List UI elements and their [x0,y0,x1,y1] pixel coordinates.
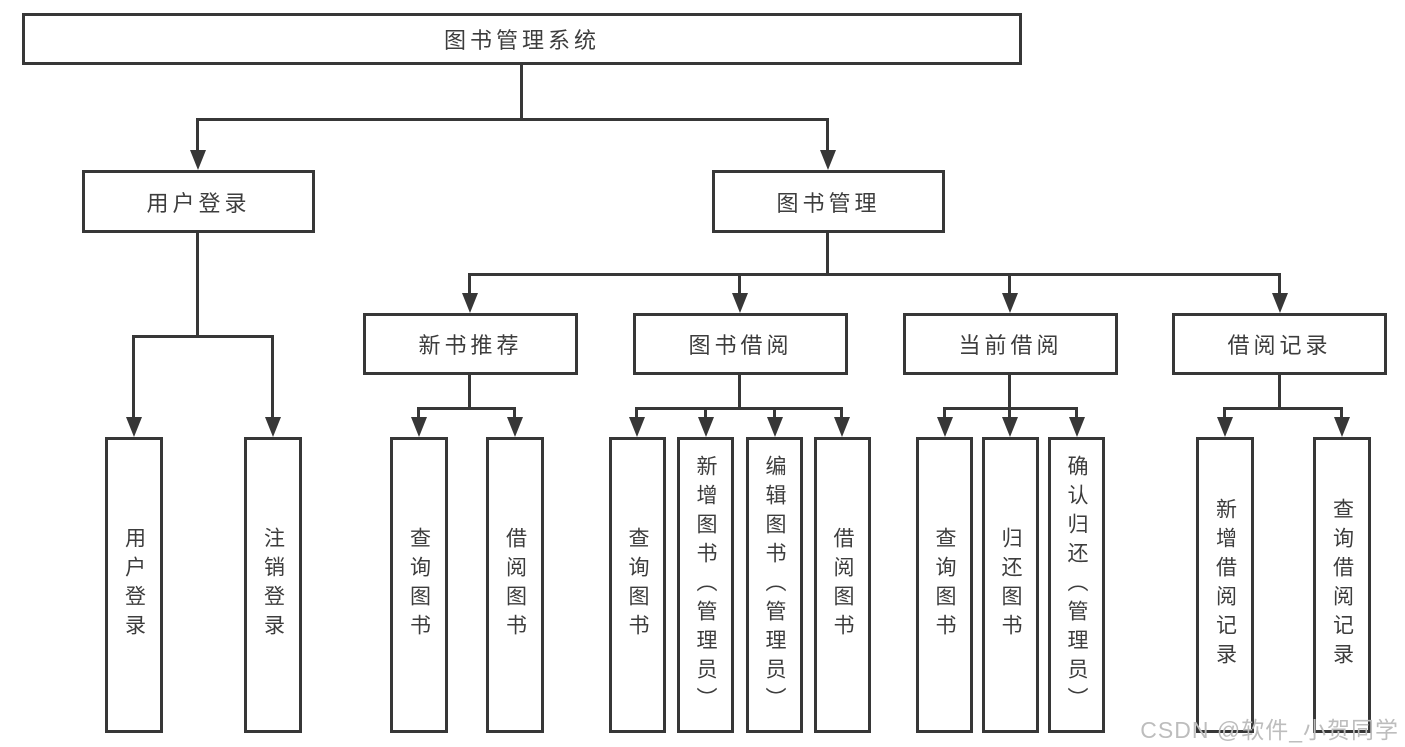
arrow-down-icon [1272,293,1288,313]
node-book-borrow: 图书借阅 [633,313,848,375]
arrow-down-icon [820,150,836,170]
arrow-down-icon [629,417,645,437]
node-current-borrow: 当前借阅 [903,313,1118,375]
leaf-borrow-books-recommend: 借阅图书 [486,437,544,733]
node-borrow-records: 借阅记录 [1172,313,1387,375]
node-label: 图书管理系统 [443,28,600,53]
connector [635,407,638,420]
watermark: CSDN @软件_小贺同学 [1140,717,1399,743]
connector [1075,407,1078,420]
connector [1278,273,1281,296]
leaf-confirm-return-admin: 确认归还（管理员） [1048,437,1105,733]
node-label: 当前借阅 [958,333,1063,358]
node-label: 图书管理 [776,190,881,216]
leaf-label: 归还图书 [999,527,1023,643]
connector [132,335,274,338]
leaf-query-books-borrow: 查询图书 [609,437,666,733]
leaf-label: 新增图书（管理员） [694,454,718,716]
leaf-borrow-books: 借阅图书 [814,437,871,733]
arrow-down-icon [732,293,748,313]
connector [1008,375,1011,407]
leaf-add-book-admin: 新增图书（管理员） [677,437,734,733]
node-user-login: 用户登录 [82,170,315,233]
arrow-down-icon [698,417,714,437]
connector [704,407,707,420]
connector [196,233,199,335]
leaf-query-borrow-record: 查询借阅记录 [1313,437,1371,733]
leaf-label: 新增借阅记录 [1213,498,1237,672]
arrow-down-icon [190,150,206,170]
node-book-management: 图书管理 [712,170,945,233]
connector [417,407,516,410]
connector [196,118,199,153]
arrow-down-icon [1217,417,1233,437]
arrow-down-icon [834,417,850,437]
connector [943,407,946,420]
node-label: 用户登录 [146,190,251,216]
connector [417,407,420,420]
leaf-label: 借阅图书 [503,527,527,643]
leaf-label: 注销登录 [261,527,285,643]
connector [738,375,741,407]
connector [773,407,776,420]
leaf-label: 查询图书 [626,527,650,643]
connector [826,233,829,273]
connector [1008,407,1011,420]
arrow-down-icon [1002,417,1018,437]
arrow-down-icon [126,417,142,437]
arrow-down-icon [1334,417,1350,437]
leaf-user-login: 用户登录 [105,437,163,733]
arrow-down-icon [1069,417,1085,437]
leaf-label: 编辑图书（管理员） [763,454,787,716]
connector [468,375,471,407]
connector [840,407,843,420]
leaf-label: 借阅图书 [831,527,855,643]
connector [468,273,1281,276]
connector [132,335,135,420]
arrow-down-icon [937,417,953,437]
leaf-label: 确认归还（管理员） [1065,454,1089,716]
connector [1340,407,1343,420]
node-label: 借阅记录 [1227,333,1332,358]
leaf-logout: 注销登录 [244,437,302,733]
connector [1223,407,1343,410]
connector [271,335,274,420]
leaf-edit-book-admin: 编辑图书（管理员） [746,437,803,733]
leaf-query-books-current: 查询图书 [916,437,973,733]
node-new-book-recommend: 新书推荐 [363,313,578,375]
leaf-add-borrow-record: 新增借阅记录 [1196,437,1254,733]
node-label: 图书借阅 [688,333,793,358]
leaf-label: 查询图书 [933,527,957,643]
connector [635,407,843,410]
connector [1223,407,1226,420]
leaf-query-books-recommend: 查询图书 [390,437,448,733]
arrow-down-icon [462,293,478,313]
leaf-label: 查询图书 [407,527,431,643]
node-library-system: 图书管理系统 [22,13,1022,65]
connector [196,118,829,121]
leaf-return-books: 归还图书 [982,437,1039,733]
node-label: 新书推荐 [418,333,523,358]
leaf-label: 查询借阅记录 [1330,498,1354,672]
connector [1008,273,1011,296]
connector [513,407,516,420]
arrow-down-icon [265,417,281,437]
arrow-down-icon [767,417,783,437]
connector [468,273,471,296]
arrow-down-icon [507,417,523,437]
arrow-down-icon [1002,293,1018,313]
leaf-label: 用户登录 [122,527,146,643]
connector [738,273,741,296]
connector [826,118,829,153]
connector [1278,375,1281,407]
arrow-down-icon [411,417,427,437]
connector [520,65,523,118]
